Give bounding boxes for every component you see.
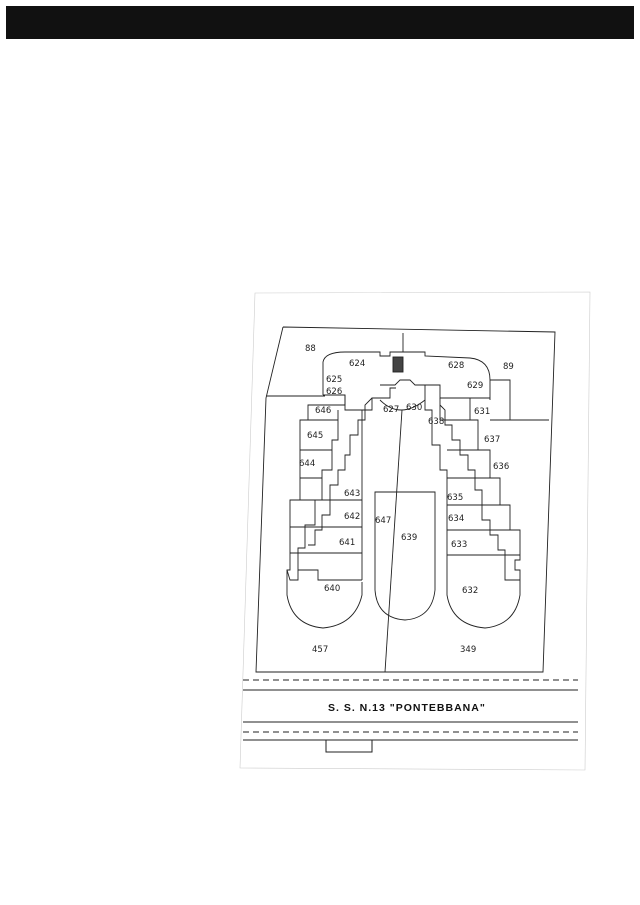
parcel-label-636: 636	[493, 462, 509, 472]
parcel-boundaries	[255, 326, 556, 673]
parcel-label-638: 638	[428, 417, 444, 427]
parcel-label-642: 642	[344, 512, 360, 522]
parcel-label-634: 634	[448, 514, 464, 524]
parcel-label-457: 457	[312, 645, 328, 655]
parcel-labels: 88 89 624 625 626 627 628 629 630 631 63…	[299, 344, 514, 655]
road-lines	[243, 679, 578, 753]
parcel-label-640: 640	[324, 584, 340, 594]
parcel-label-645: 645	[307, 431, 323, 441]
parcel-label-626: 626	[326, 387, 342, 397]
parcel-label-632: 632	[462, 586, 478, 596]
parcel-label-633: 633	[451, 540, 467, 550]
parcel-label-637: 637	[484, 435, 500, 445]
parcel-label-88: 88	[305, 344, 316, 354]
parcel-label-627: 627	[383, 405, 399, 415]
scan-header-bar	[6, 6, 634, 39]
parcel-label-630: 630	[406, 403, 422, 413]
parcel-label-635: 635	[447, 493, 463, 503]
parcel-label-641: 641	[339, 538, 355, 548]
parcel-label-631: 631	[474, 407, 490, 417]
parcel-label-639: 639	[401, 533, 417, 543]
parcel-label-629: 629	[467, 381, 483, 391]
parcel-label-349: 349	[460, 645, 476, 655]
road-label: S. S. N.13 "PONTEBBANA"	[328, 702, 486, 714]
parcel-label-628: 628	[448, 361, 464, 371]
parcel-label-643: 643	[344, 489, 360, 499]
parcel-label-625: 625	[326, 375, 342, 385]
parcel-label-644: 644	[299, 459, 315, 469]
parcel-label-646: 646	[315, 406, 331, 416]
parcel-label-89: 89	[503, 362, 514, 372]
paper-sheet	[239, 291, 591, 771]
parcel-label-647: 647	[375, 516, 391, 526]
parcel-label-624: 624	[349, 359, 365, 369]
